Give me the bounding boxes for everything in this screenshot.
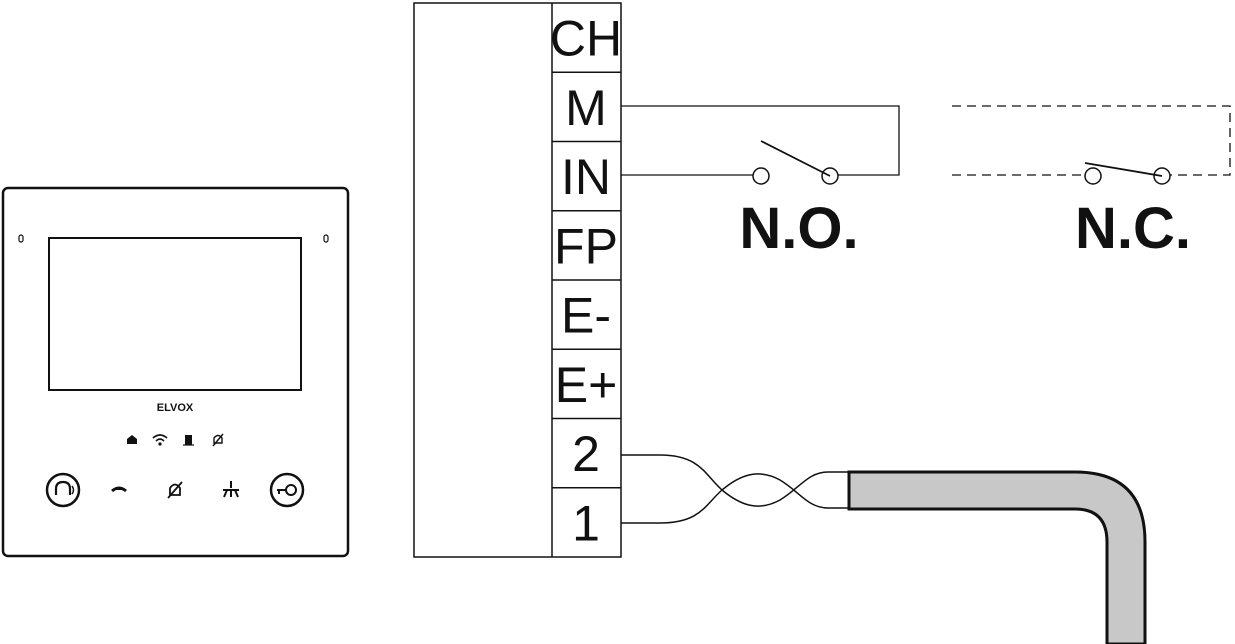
handset-button[interactable] bbox=[111, 486, 127, 493]
wire-terminal-2 bbox=[621, 454, 850, 507]
intercom-button[interactable] bbox=[45, 472, 81, 508]
door-open-button[interactable] bbox=[269, 472, 305, 508]
terminal-block: CH M IN FP E- E+ 2 1 bbox=[413, 2, 622, 558]
bus-twisted-pair bbox=[621, 454, 850, 524]
normally-open-label: N.O. bbox=[739, 196, 858, 261]
normally-open-switch: N.O. bbox=[739, 140, 859, 261]
video-monitor: ELVOX bbox=[1, 186, 350, 558]
mute-icon bbox=[212, 433, 224, 447]
normally-closed-switch: N.C. bbox=[952, 105, 1231, 261]
terminal-label-fp: FP bbox=[554, 218, 618, 274]
terminal-label-2: 2 bbox=[572, 426, 600, 482]
camera-led-right bbox=[323, 234, 329, 243]
wifi-icon bbox=[152, 434, 168, 446]
light-icon bbox=[223, 481, 239, 498]
mute-bell-button[interactable] bbox=[167, 481, 183, 499]
bus-cable bbox=[847, 470, 1147, 644]
home-icon bbox=[127, 435, 137, 444]
normally-closed-label: N.C. bbox=[1075, 196, 1191, 261]
contact-wiring bbox=[621, 105, 900, 176]
handset-icon bbox=[111, 486, 127, 492]
terminal-label-e: E+ bbox=[555, 357, 618, 413]
wire-terminal-1 bbox=[621, 473, 850, 524]
camera-led-left bbox=[18, 234, 24, 243]
door-icon bbox=[183, 435, 194, 446]
key-icon bbox=[277, 484, 297, 496]
light-button[interactable] bbox=[223, 481, 239, 498]
wire-m bbox=[621, 105, 900, 176]
brand-logo: ELVOX bbox=[157, 402, 194, 414]
terminal-label-e: E- bbox=[561, 288, 611, 344]
terminal-label-in: IN bbox=[561, 149, 611, 205]
terminal-label-ch: CH bbox=[550, 11, 622, 67]
monitor-screen bbox=[48, 237, 302, 391]
terminal-label-1: 1 bbox=[572, 495, 600, 551]
terminal-label-m: M bbox=[565, 80, 607, 136]
intercom-call-icon bbox=[54, 480, 72, 495]
mute-bell-icon bbox=[169, 483, 181, 496]
status-icons bbox=[127, 433, 224, 447]
wire-nc-dashed bbox=[952, 105, 1231, 176]
